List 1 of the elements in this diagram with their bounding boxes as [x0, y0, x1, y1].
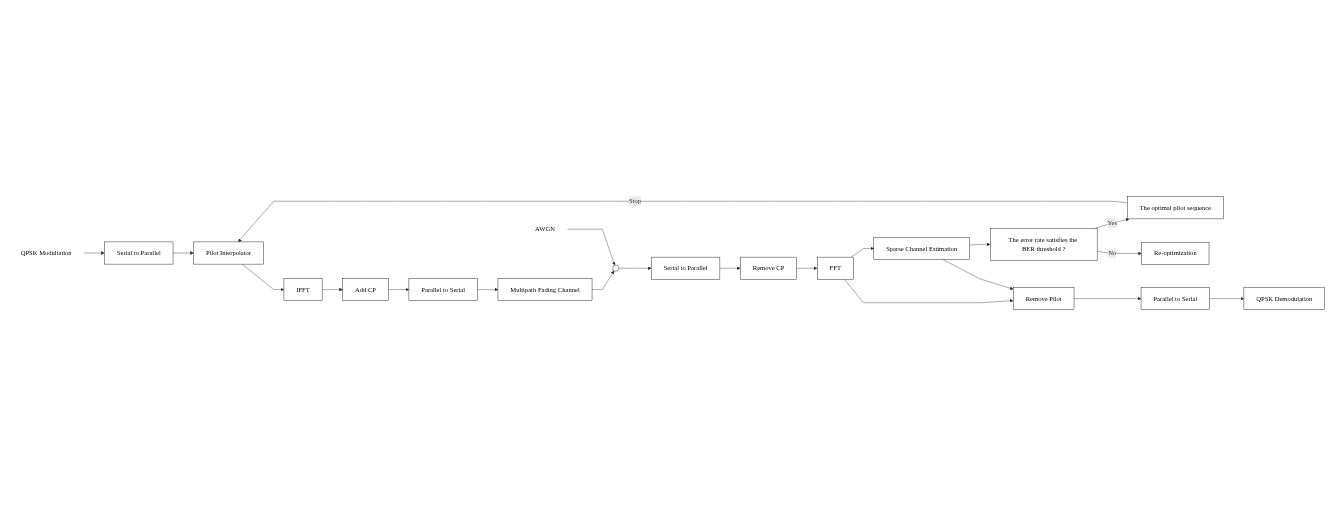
node-circle	[612, 265, 619, 272]
